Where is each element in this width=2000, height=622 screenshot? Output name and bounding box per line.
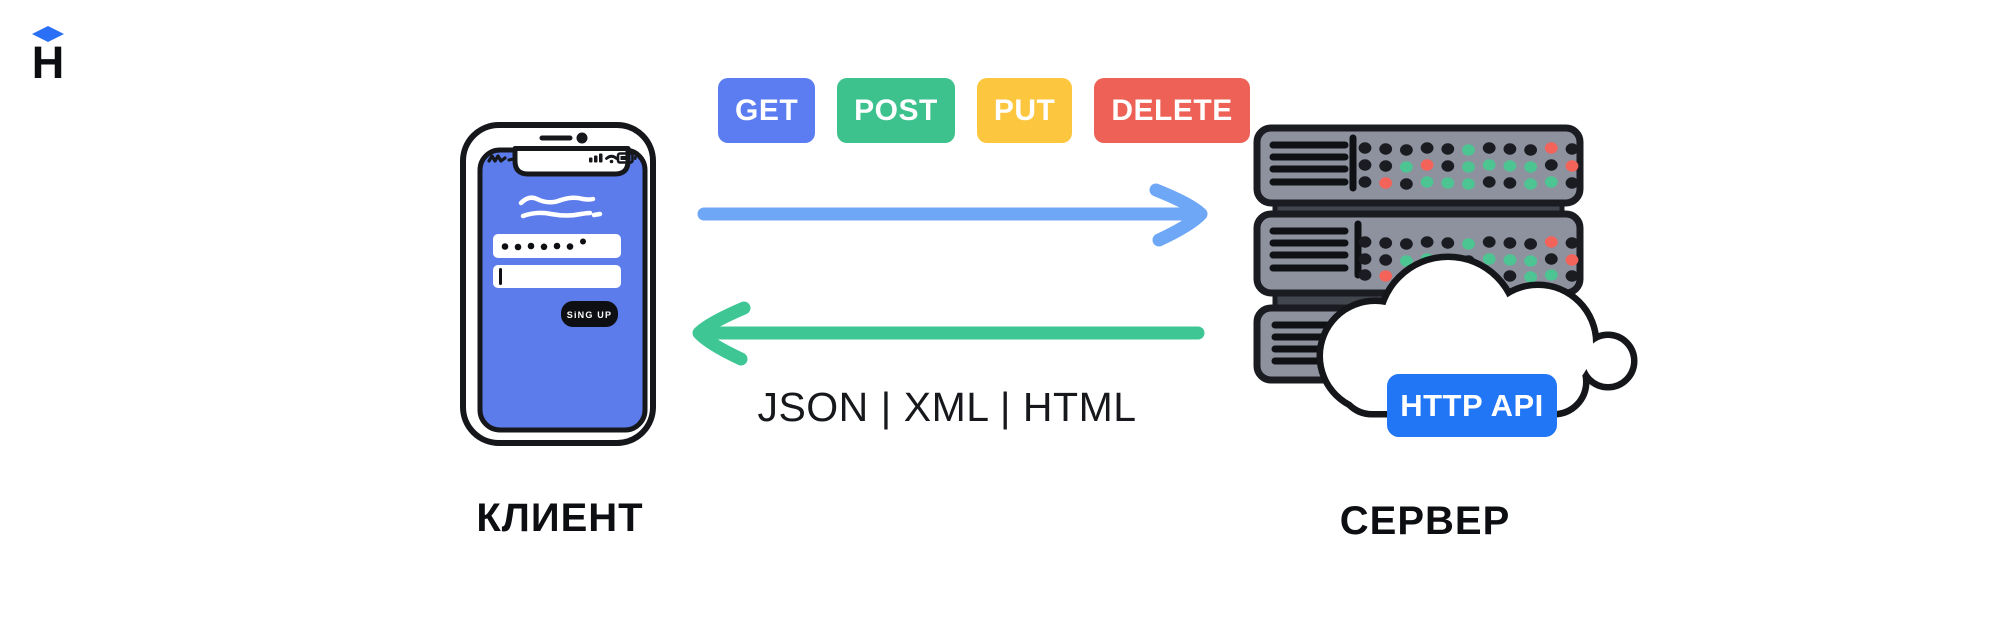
carrier-scribble — [487, 154, 515, 163]
request-arrow-head — [1149, 183, 1208, 247]
hexlet-logo: Н — [32, 26, 65, 79]
phone-illustration: SiNG UP — [460, 122, 656, 446]
request-arrow — [697, 183, 1208, 247]
response-formats-label: JSON | XML | HTML — [757, 384, 1137, 430]
password-field — [493, 234, 621, 258]
method-badge-post: POST — [837, 78, 955, 143]
logo-letter: Н — [32, 37, 65, 79]
method-badge-get: GET — [718, 78, 816, 143]
rack-vents — [1269, 134, 1362, 365]
response-arrow — [692, 301, 1205, 366]
phone-screen — [477, 147, 648, 433]
signup-button: SiNG UP — [561, 301, 618, 327]
server-illustration — [1253, 124, 1638, 418]
text-field — [493, 265, 621, 288]
wifi-icon — [605, 154, 618, 164]
response-arrow-head — [692, 301, 751, 366]
heading-squiggles — [518, 195, 603, 219]
graduation-cap-icon — [32, 26, 64, 42]
camera-icon — [576, 132, 588, 144]
battery-icon — [616, 152, 637, 164]
method-badge-delete: DELETE — [1094, 78, 1250, 143]
server-label: СЕРВЕР — [1339, 499, 1511, 543]
cloud — [1316, 253, 1638, 418]
client-label: КЛИЕНТ — [476, 496, 644, 540]
http-api-badge: HTTP API — [1387, 374, 1557, 437]
cellular-signal-icon — [589, 153, 603, 163]
method-badge-put: PUT — [976, 78, 1073, 143]
rack-led-lights — [1358, 142, 1579, 283]
http-methods-row: GET POST PUT DELETE — [718, 78, 1250, 143]
signup-button-label: SiNG UP — [567, 310, 612, 320]
